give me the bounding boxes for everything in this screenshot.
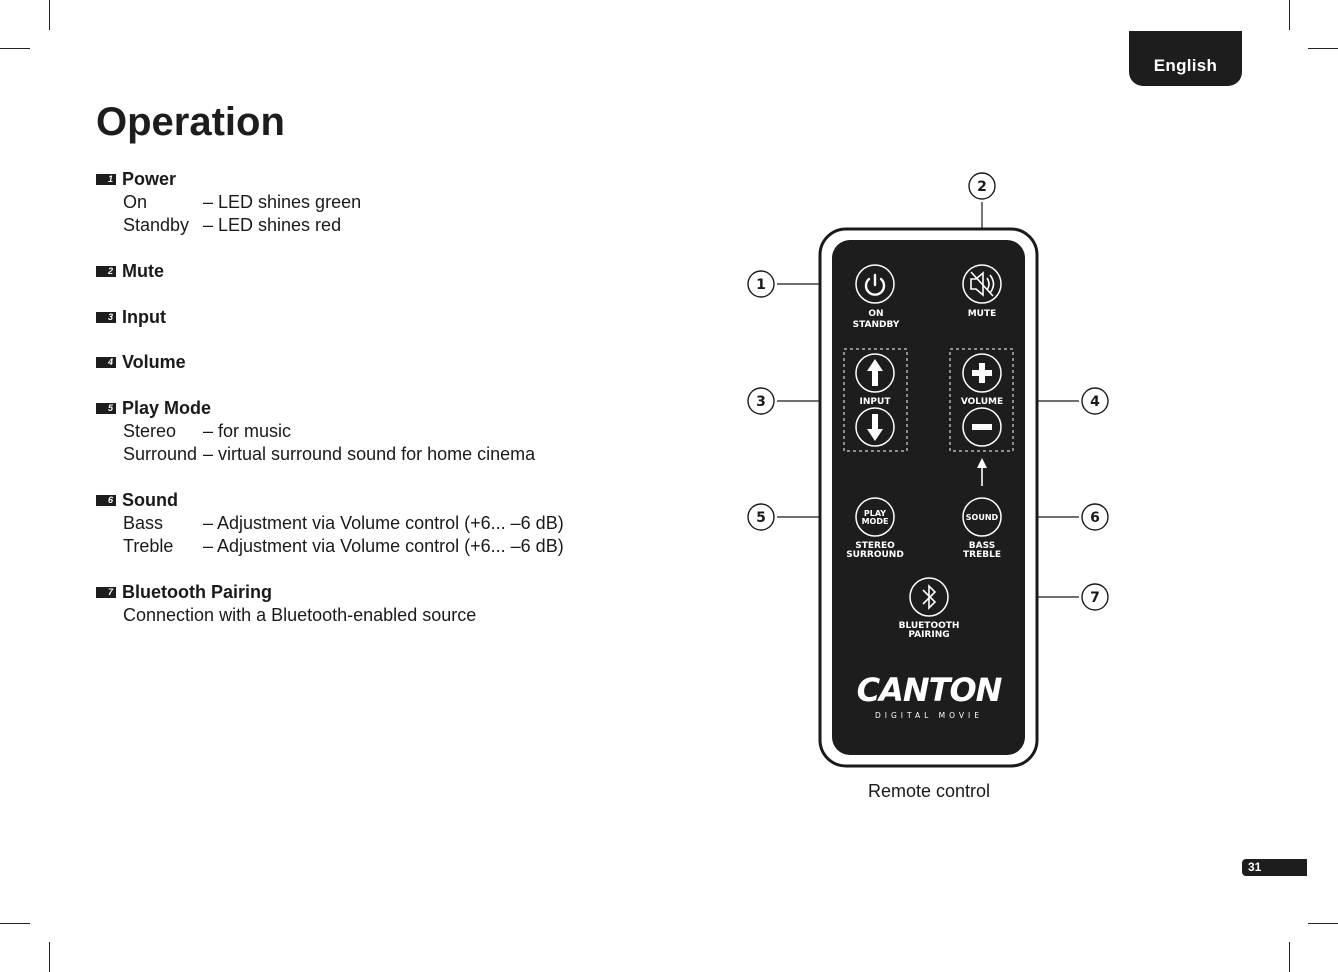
label-play: PLAY — [864, 509, 886, 518]
item-mute: 2 Mute — [96, 260, 164, 283]
number-badge: 5 — [96, 403, 116, 414]
callout-number: 6 — [1090, 510, 1100, 526]
plus-icon — [972, 363, 992, 383]
crop-mark — [0, 923, 30, 924]
bluetooth-icon — [922, 584, 937, 610]
up-arrow-icon — [867, 359, 883, 386]
label-standby: STANDBY — [853, 320, 900, 330]
item-title: Power — [122, 169, 177, 189]
crop-mark — [0, 48, 30, 49]
number-badge: 6 — [96, 495, 116, 506]
row-text: – Adjustment via Volume control (+6... –… — [203, 536, 564, 556]
label-surround: SURROUND — [846, 550, 904, 560]
item-power: 1 Power On – LED shines green Standby – LED… — [96, 168, 361, 237]
crop-mark — [1289, 0, 1290, 30]
item-input: 3 Input — [96, 306, 166, 329]
row-label: Bass — [123, 513, 164, 533]
label-mode: MODE — [862, 517, 889, 526]
label-input: INPUT — [860, 397, 892, 407]
page-number: 31 — [1242, 859, 1307, 876]
callout-number: 3 — [756, 394, 766, 410]
label-sound: SOUND — [966, 513, 999, 522]
volume-up-button — [962, 353, 1002, 393]
label-treble: TREBLE — [963, 550, 1001, 560]
volume-group-outline — [949, 348, 1014, 452]
mute-icon — [970, 271, 995, 297]
language-tab: English — [1129, 31, 1242, 86]
minus-icon — [972, 424, 992, 430]
item-play-mode: 5 Play Mode Stereo – for music Surround– v… — [96, 397, 535, 466]
callout-circle — [747, 387, 775, 415]
number-badge: 7 — [96, 587, 116, 598]
callout-number: 1 — [756, 277, 766, 293]
callout-circle — [747, 503, 775, 531]
label-stereo: STEREO — [855, 541, 895, 551]
row-label: Surround — [123, 444, 198, 464]
number-badge: 3 — [96, 312, 116, 323]
digital-movie-label: DIGITAL MOVIE — [875, 711, 983, 720]
row-label: Standby — [123, 215, 190, 235]
item-text: Connection with a Bluetooth-enabled sour… — [123, 605, 477, 625]
label-volume: VOLUME — [961, 397, 1003, 407]
input-down-button — [855, 407, 895, 447]
row-text: – LED shines red — [203, 215, 342, 235]
input-group-outline — [843, 348, 908, 452]
number-badge: 4 — [96, 357, 116, 368]
label-pairing: PAIRING — [908, 630, 949, 640]
callout-number: 4 — [1090, 394, 1100, 410]
callout-number: 2 — [977, 179, 987, 195]
crop-mark — [1289, 942, 1290, 972]
callout-circle — [747, 270, 775, 298]
power-button — [855, 264, 895, 304]
item-title: Bluetooth Pairing — [122, 582, 272, 602]
number-badge: 1 — [96, 174, 116, 185]
item-title: Mute — [122, 261, 164, 281]
volume-down-button — [962, 407, 1002, 447]
crop-mark — [1308, 48, 1338, 49]
arrow-up-indicator — [977, 458, 987, 486]
item-title: Volume — [122, 352, 186, 372]
item-volume: 4 Volume — [96, 351, 186, 374]
crop-mark — [49, 0, 50, 30]
callout-number: 7 — [1090, 590, 1100, 606]
remote-caption: Remote control — [867, 781, 991, 801]
bluetooth-button — [909, 577, 949, 617]
sound-button — [962, 497, 1002, 537]
label-mute: MUTE — [968, 309, 997, 319]
row-text: – LED shines green — [203, 192, 362, 212]
label-bass: BASS — [969, 541, 995, 551]
callout-circle — [1081, 387, 1109, 415]
callout-number: 5 — [756, 510, 766, 526]
label-bluetooth: BLUETOOTH — [899, 621, 960, 631]
label-on: ON — [868, 309, 883, 319]
remote-body-outline — [818, 227, 1039, 768]
callout-circle — [1081, 503, 1109, 531]
item-bluetooth-pairing: 7 Bluetooth Pairing Connection with a Blu… — [96, 581, 476, 627]
callout-circle — [968, 172, 996, 200]
row-text: – for music — [203, 421, 292, 441]
crop-mark — [1308, 923, 1338, 924]
item-title: Play Mode — [122, 398, 212, 418]
remote-body — [832, 240, 1025, 755]
row-text: – virtual surround sound for home cinema — [203, 444, 536, 464]
number-badge: 2 — [96, 266, 116, 277]
row-label: Stereo — [123, 421, 177, 441]
down-arrow-icon — [867, 414, 883, 441]
row-label: Treble — [123, 536, 174, 556]
item-title: Sound — [122, 490, 178, 510]
row-text: – Adjustment via Volume control (+6... –… — [203, 513, 564, 533]
item-title: Input — [122, 307, 166, 327]
play-mode-button — [855, 497, 895, 537]
mute-button — [962, 264, 1002, 304]
power-icon — [864, 273, 886, 296]
page-title: Operation — [96, 100, 285, 144]
canton-logo: CANTON — [857, 671, 1003, 709]
crop-mark — [49, 942, 50, 972]
item-sound: 6 Sound Bass – Adjustment via Volume contr… — [96, 489, 564, 558]
input-up-button — [855, 353, 895, 393]
callout-circle — [1081, 583, 1109, 611]
row-label: On — [123, 192, 148, 212]
